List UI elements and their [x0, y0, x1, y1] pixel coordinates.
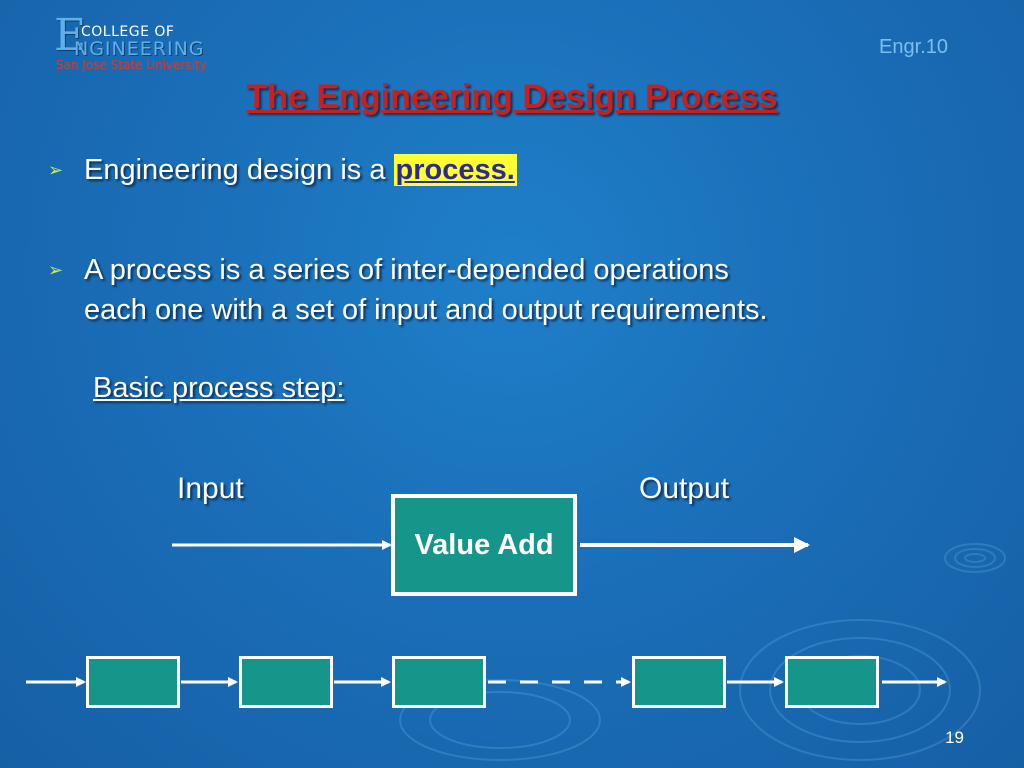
bullet-item: ➢	[48, 150, 63, 190]
highlight-word: process.	[393, 154, 517, 186]
chain-step-box	[392, 656, 486, 708]
input-label: Input	[177, 472, 244, 505]
subheading: Basic process step:	[93, 372, 345, 404]
bullet-line: A process is a series of inter-depended …	[84, 254, 729, 286]
slide-title: The Engineering Design Process	[246, 78, 778, 116]
output-label: Output	[639, 472, 730, 505]
bullet-text: A process is a series of inter-depended …	[84, 250, 768, 330]
bullet-item: ➢	[48, 250, 63, 290]
college-logo-letter: E	[54, 10, 87, 61]
college-logo-line2: NGINEERING	[74, 38, 205, 60]
chain-step-box	[785, 656, 879, 708]
university-name: San Jose State University	[56, 58, 207, 72]
bullet-arrow-icon: ➢	[48, 260, 64, 280]
college-logo-line1: COLLEGE OF	[81, 24, 175, 40]
bullet-text-main: Engineering design is a	[84, 154, 394, 186]
value-add-box: Value Add	[391, 494, 577, 596]
bullet-arrow-icon: ➢	[48, 160, 64, 180]
chain-step-box	[239, 656, 333, 708]
chain-step-box	[86, 656, 180, 708]
page-number: 19	[945, 728, 964, 747]
chain-step-box	[632, 656, 726, 708]
bullet-line: each one with a set of input and output …	[84, 294, 768, 326]
course-code: Engr.10	[879, 36, 948, 58]
bullet-text: Engineering design is a process.	[84, 150, 517, 190]
